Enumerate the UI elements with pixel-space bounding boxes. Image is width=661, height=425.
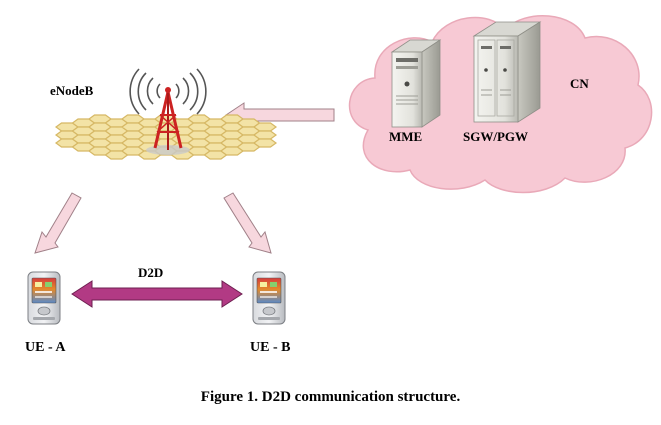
- sgw-pgw-label: SGW/PGW: [463, 129, 529, 144]
- ue-a-label: UE - A: [25, 340, 66, 355]
- cell-hexagon: [252, 138, 278, 148]
- enodeb-to-ue-a-arrow: [34, 192, 82, 254]
- cn-label: CN: [570, 76, 589, 91]
- mme-label: MME: [389, 129, 423, 144]
- cell-grid-hexagons: [54, 114, 278, 160]
- sgw-pgw-server-icon: [472, 21, 542, 123]
- cell-tower-icon: [129, 68, 207, 155]
- ue-a-phone-icon: [27, 271, 61, 325]
- mme-server-icon: [390, 39, 442, 128]
- d2d-label: D2D: [138, 265, 164, 280]
- enodeb-label: eNodeB: [50, 83, 94, 98]
- figure-caption: Figure 1. D2D communication structure.: [200, 389, 461, 405]
- ue-b-label: UE - B: [250, 340, 291, 355]
- cell-hexagon: [252, 122, 278, 132]
- cell-hexagon: [252, 130, 278, 140]
- enodeb-to-ue-b-arrow: [223, 192, 272, 254]
- d2d-double-arrow: [71, 280, 243, 308]
- ue-b-phone-icon: [252, 271, 286, 325]
